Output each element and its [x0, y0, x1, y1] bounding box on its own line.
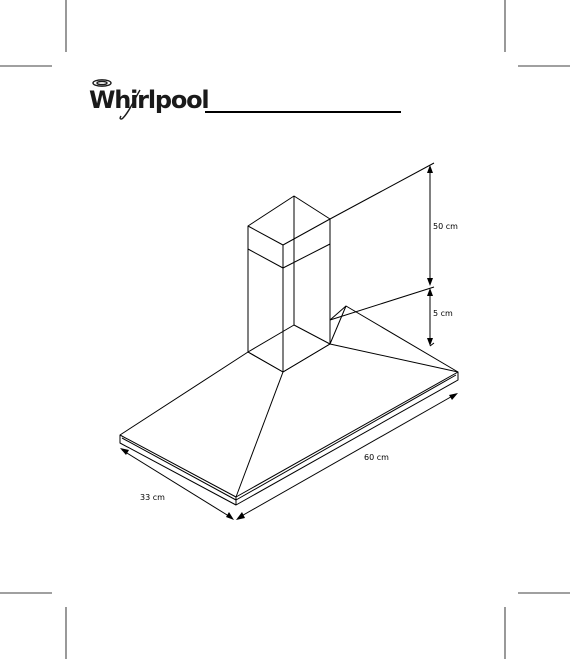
dimension-extension: [330, 287, 434, 320]
dimension-extension: [330, 163, 434, 219]
base-front: [120, 372, 458, 505]
dimension-label-width: 60 cm: [364, 453, 389, 462]
arrow-head: [449, 393, 458, 400]
chimney-base: [248, 344, 330, 372]
chimney-joint: [248, 244, 330, 268]
dimension-line-width: [238, 394, 456, 518]
canopy-ridge-left: [236, 372, 283, 497]
dimension-line-depth: [122, 450, 232, 518]
dimension-label-chimney-height: 50 cm: [433, 222, 458, 231]
canopy-ridge-right: [330, 344, 458, 372]
arrow-head: [427, 278, 433, 286]
arrow-head: [226, 512, 234, 520]
canopy-outline: [120, 306, 458, 497]
arrow-head: [236, 512, 245, 520]
dimension-label-collar-height: 5 cm: [433, 309, 453, 318]
chimney-base-back: [248, 325, 330, 352]
chimney-top: [248, 196, 330, 245]
dimension-label-depth: 33 cm: [140, 493, 165, 502]
